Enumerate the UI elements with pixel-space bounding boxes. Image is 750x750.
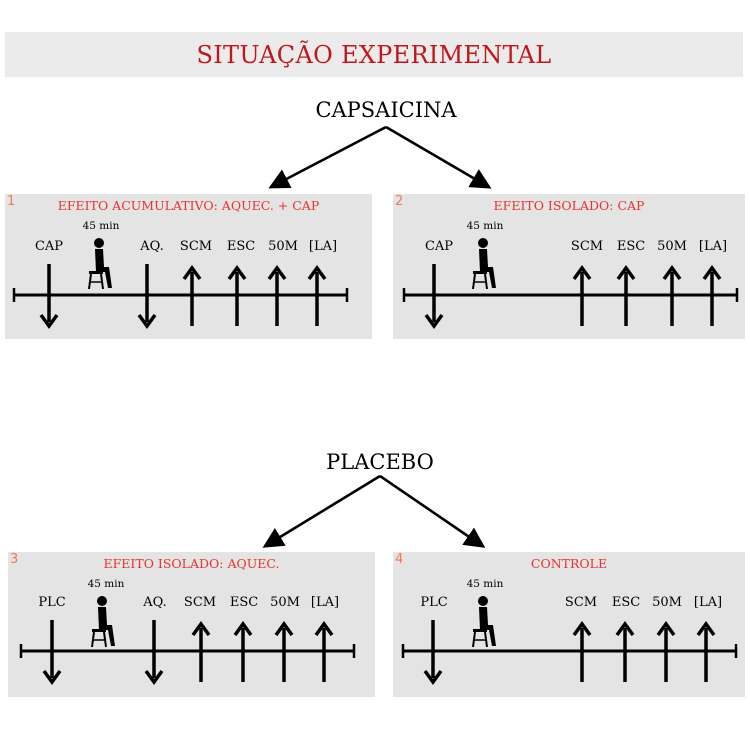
first-label: PLC: [38, 595, 66, 610]
first-label: CAP: [424, 239, 454, 254]
measure-label: SCM: [570, 239, 604, 254]
arrow-up-icon: [572, 621, 592, 682]
measure-label: ESC: [226, 239, 256, 254]
branch-arrow-right: [385, 125, 492, 189]
group-heading-placebo: PLACEBO: [326, 450, 434, 474]
arrow-up-icon: [233, 621, 253, 682]
arrow-up-icon: [267, 265, 287, 326]
wait-time-label: 45 min: [82, 220, 120, 232]
group-heading-capsaicina: CAPSAICINA: [315, 98, 457, 122]
page-title: SITUAÇÃO EXPERIMENTAL: [196, 40, 552, 69]
arrow-up-icon: [615, 621, 635, 682]
measure-label: SCM: [179, 239, 213, 254]
arrow-up-icon: [702, 265, 722, 326]
panel-1: 1 EFEITO ACUMULATIVO: AQUEC. + CAP CAP 4…: [5, 194, 372, 339]
measure-label: [LA]: [310, 595, 340, 610]
branch-arrow-right-placebo: [379, 474, 486, 548]
arrow-up-icon: [182, 265, 202, 326]
measure-label: 50M: [268, 239, 298, 254]
measure-label: 50M: [652, 595, 682, 610]
measure-label: [LA]: [698, 239, 728, 254]
arrow-up-icon: [314, 621, 334, 682]
measure-label: [LA]: [693, 595, 723, 610]
seated-person-icon: [88, 238, 112, 290]
arrow-up-icon: [191, 621, 211, 682]
wait-time-label: 45 min: [466, 578, 504, 590]
arrow-down-icon: [137, 264, 157, 329]
warmup-label: AQ.: [140, 239, 164, 254]
arrow-down-icon: [144, 620, 164, 685]
branch-arrow-left-placebo: [262, 474, 381, 548]
seated-person-icon: [472, 238, 496, 290]
arrow-down-icon: [423, 620, 443, 685]
arrow-up-icon: [227, 265, 247, 326]
measure-label: [LA]: [308, 239, 338, 254]
seated-person-icon: [472, 596, 496, 648]
wait-time-label: 45 min: [466, 220, 504, 232]
panel-number: 3: [10, 552, 19, 567]
measure-label: ESC: [229, 595, 259, 610]
wait-time-label: 45 min: [87, 578, 125, 590]
arrow-down-icon: [42, 620, 62, 685]
panel-title: EFEITO ACUMULATIVO: AQUEC. + CAP: [57, 198, 320, 213]
panel-number: 2: [395, 194, 404, 209]
arrow-down-icon: [39, 264, 59, 329]
arrow-up-icon: [307, 265, 327, 326]
measure-label: ESC: [611, 595, 641, 610]
arrow-up-icon: [696, 621, 716, 682]
panel-4: 4 CONTROLE PLC 45 min SCM ESC 50M [LA]: [393, 552, 745, 697]
panel-number: 1: [7, 194, 16, 209]
panel-title: EFEITO ISOLADO: AQUEC.: [103, 556, 280, 571]
measure-label: ESC: [616, 239, 646, 254]
panel-3: 3 EFEITO ISOLADO: AQUEC. PLC 45 min AQ. …: [8, 552, 375, 697]
arrow-up-icon: [656, 621, 676, 682]
arrow-up-icon: [274, 621, 294, 682]
panel-title: EFEITO ISOLADO: CAP: [493, 198, 645, 213]
panel-2: 2 EFEITO ISOLADO: CAP CAP 45 min SCM ESC…: [393, 194, 745, 339]
first-label: CAP: [34, 239, 64, 254]
arrow-down-icon: [424, 264, 444, 329]
measure-label: SCM: [564, 595, 598, 610]
arrow-up-icon: [616, 265, 636, 326]
title-banner: SITUAÇÃO EXPERIMENTAL: [5, 32, 743, 77]
arrow-up-icon: [572, 265, 592, 326]
measure-label: 50M: [270, 595, 300, 610]
branch-arrow-left: [268, 125, 387, 189]
timeline: [12, 238, 349, 329]
timeline: [401, 596, 738, 685]
measure-label: SCM: [183, 595, 217, 610]
measure-label: 50M: [657, 239, 687, 254]
seated-person-icon: [91, 596, 115, 648]
warmup-label: AQ.: [143, 595, 167, 610]
arrow-up-icon: [662, 265, 682, 326]
panel-number: 4: [395, 552, 404, 567]
timeline: [402, 238, 739, 329]
first-label: PLC: [420, 595, 448, 610]
timeline: [19, 596, 356, 685]
panel-title: CONTROLE: [530, 556, 608, 571]
